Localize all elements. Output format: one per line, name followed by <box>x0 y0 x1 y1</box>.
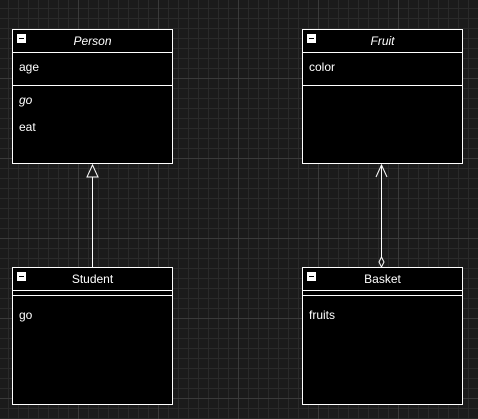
aggregation-diamond-icon <box>378 255 385 269</box>
class-person-name: Person <box>73 34 112 48</box>
collapse-minus-icon[interactable] <box>17 34 26 43</box>
collapse-minus-icon[interactable] <box>307 34 316 43</box>
class-basket-name: Basket <box>364 272 401 286</box>
person-divider <box>13 85 172 86</box>
class-basket[interactable]: Basket fruits <box>302 267 463 405</box>
generalization-arrowhead-icon <box>86 163 99 178</box>
basket-divider <box>303 295 462 296</box>
class-fruit[interactable]: Fruit color <box>302 29 463 164</box>
class-person-header[interactable]: Person <box>13 30 172 53</box>
collapse-minus-icon[interactable] <box>307 272 316 281</box>
class-fruit-name: Fruit <box>370 34 395 48</box>
class-fruit-header[interactable]: Fruit <box>303 30 462 53</box>
collapse-minus-icon[interactable] <box>17 272 26 281</box>
person-attribute-age[interactable]: age <box>19 60 40 74</box>
class-basket-header[interactable]: Basket <box>303 268 462 291</box>
person-method-eat[interactable]: eat <box>19 120 36 134</box>
class-person[interactable]: Person age go eat <box>12 29 173 164</box>
fruit-attribute-color[interactable]: color <box>309 60 336 74</box>
person-method-go[interactable]: go <box>19 93 33 107</box>
class-student-header[interactable]: Student <box>13 268 172 291</box>
class-student[interactable]: Student go <box>12 267 173 405</box>
open-arrowhead-icon <box>375 163 388 178</box>
class-student-name: Student <box>71 272 114 286</box>
basket-method-fruits[interactable]: fruits <box>309 308 336 322</box>
student-method-go[interactable]: go <box>19 308 33 322</box>
student-divider <box>13 295 172 296</box>
fruit-divider <box>303 85 462 86</box>
